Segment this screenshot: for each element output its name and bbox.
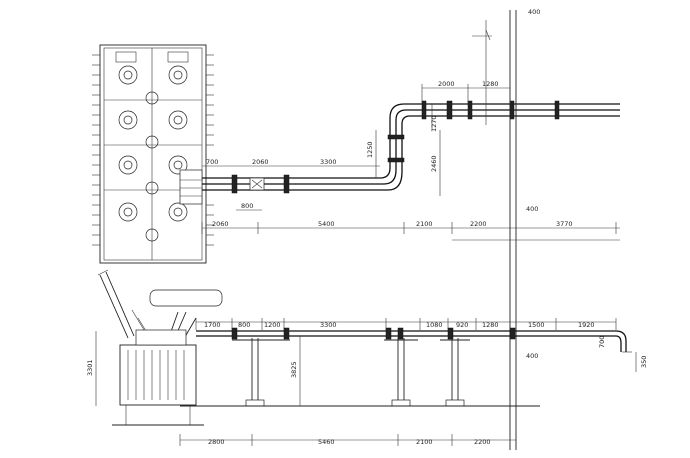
- dim-plan-2060: 2060: [252, 158, 269, 166]
- dim-plan-400: 400: [526, 205, 538, 213]
- dim-plan-2200: 2200: [470, 220, 487, 228]
- dim-elev-800: 800: [238, 321, 250, 329]
- dim-elev-1080: 1080: [426, 321, 443, 329]
- dim-elev-2100: 2100: [416, 438, 433, 446]
- dim-plan-700: 700: [206, 158, 218, 166]
- dim-elev-1200: 1200: [264, 321, 281, 329]
- dim-elev-1280: 1280: [482, 321, 499, 329]
- elevation-dimensions: 1700 800 1200 3300 1080 920 1280 1500 19…: [86, 318, 648, 446]
- dim-elev-700: 700: [598, 336, 606, 348]
- transformer-plan: [92, 44, 214, 264]
- dim-plan-3770: 3770: [556, 220, 573, 228]
- dim-elev-350: 350: [640, 356, 648, 368]
- wall-grid: [452, 10, 620, 450]
- dim-plan-1270: 1270: [430, 115, 438, 132]
- dim-plan-800: 800: [241, 202, 253, 210]
- dim-elev-1700: 1700: [204, 321, 221, 329]
- dim-elev-2800: 2800: [208, 438, 225, 446]
- dim-elev-5460: 5460: [318, 438, 335, 446]
- dim-plan-2060-low: 2060: [212, 220, 229, 228]
- dim-plan-2000: 2000: [438, 80, 455, 88]
- dim-top-400: 400: [528, 8, 540, 16]
- dim-plan-1280: 1280: [482, 80, 499, 88]
- dim-elev-1920: 1920: [578, 321, 595, 329]
- dim-elev-920: 920: [456, 321, 468, 329]
- dim-plan-1250: 1250: [366, 141, 374, 158]
- dim-elev-3300: 3300: [320, 321, 337, 329]
- dim-plan-5400: 5400: [318, 220, 335, 228]
- bus-duct-plan: [202, 100, 620, 194]
- dim-plan-2100: 2100: [416, 220, 433, 228]
- dim-plan-2460: 2460: [430, 155, 438, 172]
- dim-elev-2200: 2200: [474, 438, 491, 446]
- bus-duct-elevation: [180, 327, 632, 407]
- dim-plan-3300: 3300: [320, 158, 337, 166]
- transformer-elevation: [97, 269, 223, 426]
- dim-elev-400: 400: [526, 352, 538, 360]
- dim-elev-3825: 3825: [290, 361, 298, 378]
- dim-elev-1500: 1500: [528, 321, 545, 329]
- dim-elev-3301: 3301: [86, 359, 94, 376]
- plan-dimensions: 2000 1280 1270 1250 2460 700 2060 3300 8…: [201, 8, 620, 234]
